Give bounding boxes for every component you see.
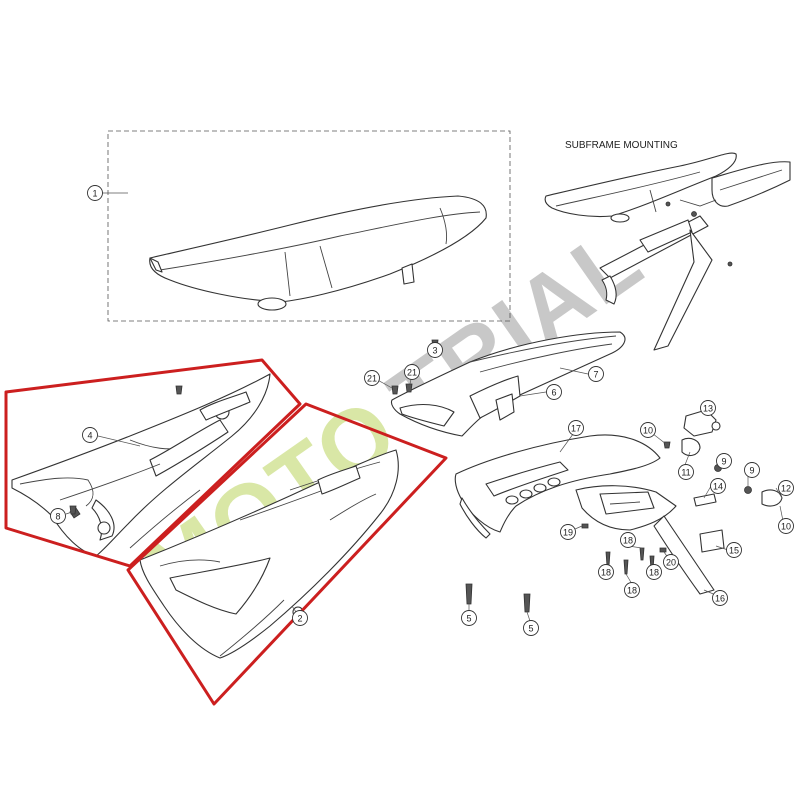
callout-13: 13	[700, 400, 716, 416]
callout-1: 1	[87, 185, 103, 201]
number-plate-illustration	[454, 434, 661, 539]
callout-4: 4	[82, 427, 98, 443]
callout-circle	[624, 582, 640, 598]
callout-number: 10	[781, 522, 791, 532]
callout-18: 18	[620, 532, 636, 548]
callout-circle	[523, 620, 539, 636]
callout-circle	[663, 554, 679, 570]
callout-circle	[546, 384, 562, 400]
seat-illustration	[149, 195, 487, 311]
callout-circle	[560, 524, 576, 540]
callout-circle	[640, 422, 656, 438]
callout-number: 9	[749, 466, 754, 476]
callout-circle	[744, 462, 760, 478]
callout-number: 18	[649, 568, 659, 578]
callout-circle	[364, 370, 380, 386]
callout-circle	[700, 400, 716, 416]
callout-number: 3	[432, 346, 437, 356]
callout-circle	[588, 366, 604, 382]
callout-number: 11	[681, 468, 690, 478]
callout-number: 17	[571, 424, 581, 434]
callout-17: 17	[568, 420, 584, 436]
callout-number: 14	[713, 482, 723, 492]
callout-20: 20	[663, 554, 679, 570]
subframe-mounting-illustration	[544, 152, 791, 351]
small-parts-illustration	[681, 409, 783, 553]
callout-circle	[678, 464, 694, 480]
callout-10: 10	[640, 422, 656, 438]
callout-number: 15	[729, 546, 739, 556]
callout-number: 10	[643, 426, 653, 436]
callout-number: 5	[528, 624, 533, 634]
callouts: 1234556789910101112131415161718181818192…	[50, 185, 794, 636]
callout-12: 12	[778, 480, 794, 496]
callout-circle	[292, 610, 308, 626]
callout-5: 5	[461, 610, 477, 626]
callout-15: 15	[726, 542, 742, 558]
callout-circle	[726, 542, 742, 558]
callout-circle	[404, 364, 420, 380]
tail-light-bracket-illustration	[575, 485, 715, 595]
left-side-panel-illustration	[11, 373, 271, 557]
callout-6: 6	[546, 384, 562, 400]
callout-number: 19	[563, 528, 573, 538]
callout-18: 18	[624, 582, 640, 598]
callout-number: 2	[297, 614, 302, 624]
callout-circle	[712, 590, 728, 606]
callout-5: 5	[523, 620, 539, 636]
callout-number: 1	[92, 189, 97, 199]
callout-number: 6	[551, 388, 556, 398]
callout-number: 4	[87, 431, 92, 441]
callout-circle	[646, 564, 662, 580]
callout-14: 14	[710, 478, 726, 494]
callout-circle	[598, 564, 614, 580]
callout-21: 21	[404, 364, 420, 380]
callout-circle	[710, 478, 726, 494]
highlight-left-panel	[4, 358, 302, 568]
callout-number: 18	[601, 568, 611, 578]
callout-19: 19	[560, 524, 576, 540]
callout-number: 18	[627, 586, 637, 596]
callout-number: 21	[407, 368, 417, 378]
callout-circle	[716, 453, 732, 469]
callout-number: 8	[55, 512, 60, 522]
callout-circle	[87, 185, 103, 201]
callout-circle	[568, 420, 584, 436]
callout-number: 13	[703, 404, 713, 414]
subframe-mounting-caption: SUBFRAME MOUNTING	[565, 140, 678, 151]
seat-group-box	[107, 130, 511, 322]
callout-number: 5	[466, 614, 471, 624]
callout-18: 18	[646, 564, 662, 580]
callout-number: 12	[781, 484, 791, 494]
callout-18: 18	[598, 564, 614, 580]
right-side-panel-illustration	[139, 449, 399, 659]
callout-2: 2	[292, 610, 308, 626]
callout-21: 21	[364, 370, 380, 386]
callout-3: 3	[427, 342, 443, 358]
callout-16: 16	[712, 590, 728, 606]
callout-number: 7	[593, 370, 598, 380]
callout-10: 10	[778, 518, 794, 534]
callout-number: 18	[623, 536, 633, 546]
callout-8: 8	[50, 508, 66, 524]
callout-number: 16	[715, 594, 725, 604]
highlight-right-panel	[126, 402, 448, 706]
callout-circle	[82, 427, 98, 443]
callout-circle	[778, 518, 794, 534]
callout-circle	[620, 532, 636, 548]
callout-7: 7	[588, 366, 604, 382]
rear-fender-illustration	[390, 331, 626, 437]
callout-number: 21	[367, 374, 377, 384]
callout-circle	[461, 610, 477, 626]
callout-number: 9	[721, 457, 726, 467]
callout-circle	[427, 342, 443, 358]
callout-9: 9	[744, 462, 760, 478]
callout-circle	[50, 508, 66, 524]
callout-11: 11	[678, 464, 694, 480]
callout-circle	[778, 480, 794, 496]
callout-number: 20	[666, 558, 676, 568]
callout-9: 9	[716, 453, 732, 469]
